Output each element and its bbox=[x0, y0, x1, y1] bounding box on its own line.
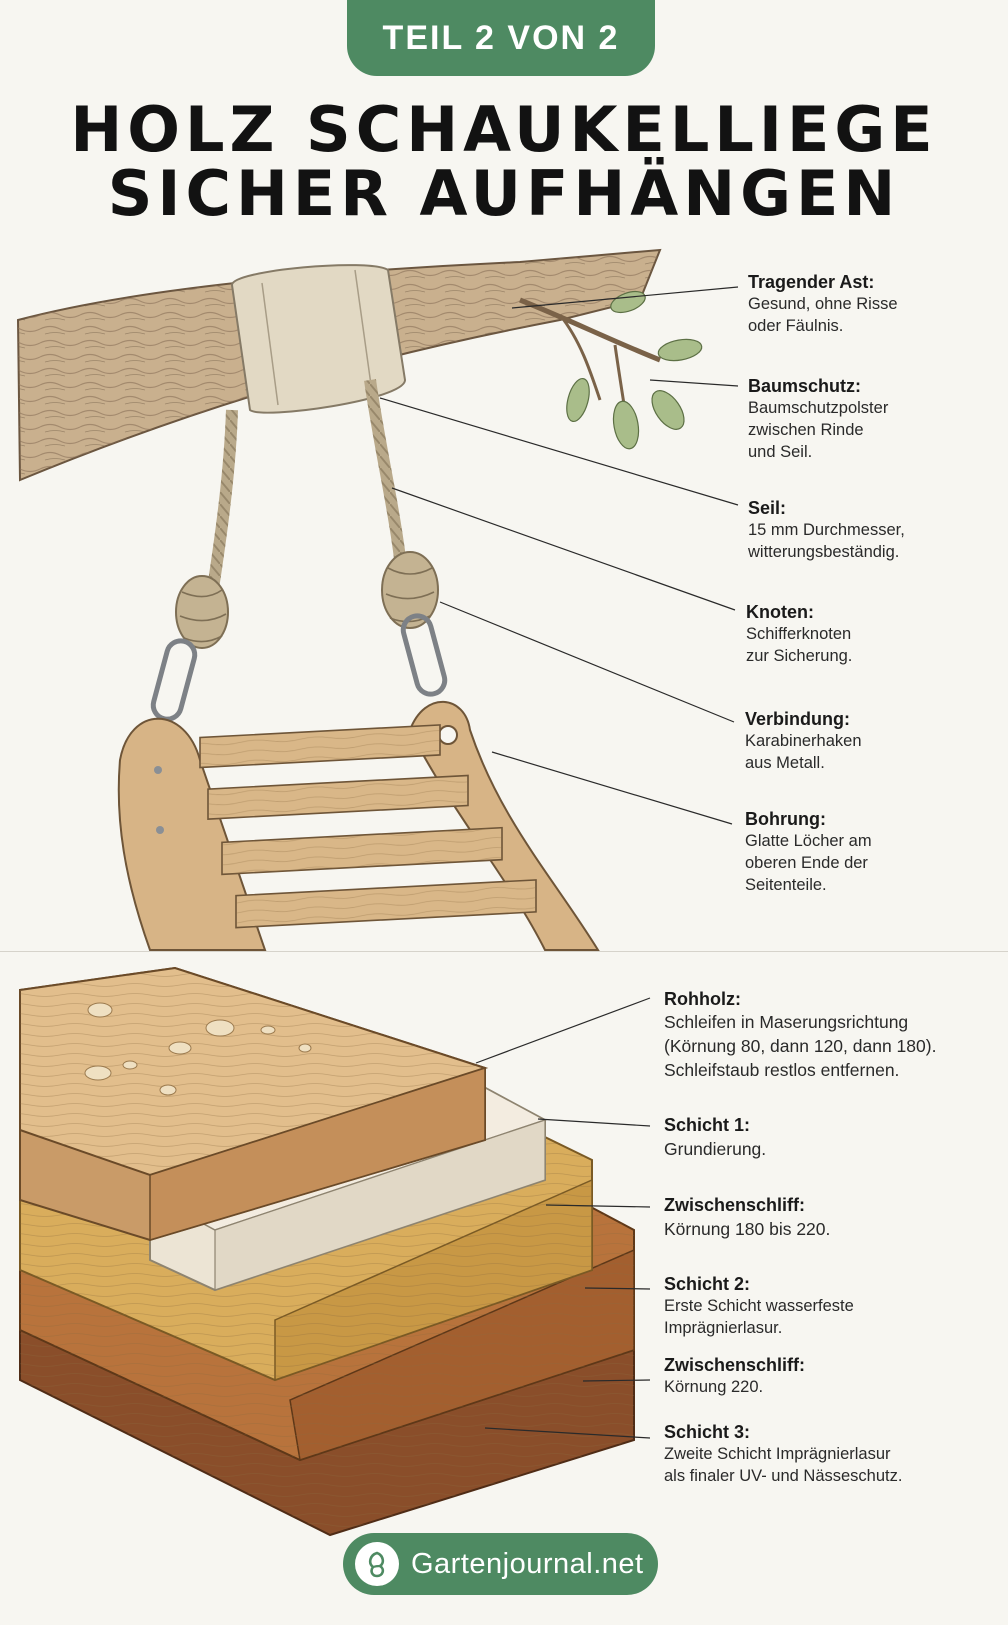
label-desc: Glatte Löcher am oberen Ende der Seitent… bbox=[745, 832, 872, 894]
leaves bbox=[566, 290, 703, 450]
label-desc: Karabinerhaken aus Metall. bbox=[745, 732, 862, 772]
label-title: Schicht 2: bbox=[664, 1274, 751, 1294]
label-title: Schicht 3: bbox=[664, 1422, 751, 1442]
label-desc: Schifferknoten zur Sicherung. bbox=[746, 625, 853, 665]
swing-leader-lines bbox=[379, 286, 739, 825]
label-schicht-3: Schicht 3: Zweite Schicht Imprägnierlasu… bbox=[664, 1421, 902, 1487]
label-baumschutz: Baumschutz: Baumschutzpolster zwischen R… bbox=[748, 375, 888, 463]
title-line-1: HOLZ SCHAUKELLIEGE bbox=[70, 93, 938, 166]
label-desc: Körnung 180 bis 220. bbox=[664, 1219, 831, 1239]
label-zwischenschliff-2: Zwischenschliff: Körnung 220. bbox=[664, 1354, 805, 1398]
title-line-2: SICHER AUFHÄNGEN bbox=[107, 157, 901, 230]
label-title: Rohholz: bbox=[664, 989, 741, 1009]
swing-lounger bbox=[117, 700, 600, 951]
label-desc: Körnung 220. bbox=[664, 1378, 764, 1396]
label-desc: Erste Schicht wasserfeste Imprägnierlasu… bbox=[664, 1297, 854, 1337]
label-title: Zwischenschliff: bbox=[664, 1195, 806, 1215]
label-title: Bohrung: bbox=[745, 809, 826, 829]
label-knoten: Knoten: Schifferknoten zur Sicherung. bbox=[746, 601, 852, 667]
leaf-logo-icon bbox=[355, 1542, 399, 1586]
label-title: Baumschutz: bbox=[748, 376, 862, 396]
page-title: HOLZ SCHAUKELLIEGE SICHER AUFHÄNGEN bbox=[0, 98, 1008, 226]
label-desc: Zweite Schicht Imprägnierlasur als final… bbox=[664, 1445, 903, 1485]
label-desc: Schleifen in Maserungsrichtung (Körnung … bbox=[664, 1012, 937, 1080]
label-title: Schicht 1: bbox=[664, 1115, 751, 1135]
label-verbindung: Verbindung: Karabinerhaken aus Metall. bbox=[745, 708, 862, 774]
label-desc: Gesund, ohne Risse oder Fäulnis. bbox=[748, 295, 898, 335]
label-desc: Grundierung. bbox=[664, 1139, 767, 1159]
ropes bbox=[206, 379, 408, 596]
brand-badge[interactable]: Gartenjournal.net bbox=[343, 1533, 658, 1595]
label-schicht-1: Schicht 1: Grundierung. bbox=[664, 1114, 766, 1162]
label-title: Tragender Ast: bbox=[748, 272, 875, 292]
label-desc: Baumschutzpolster zwischen Rinde und Sei… bbox=[748, 399, 889, 461]
tree-protector bbox=[230, 264, 407, 414]
layer-leader-lines bbox=[475, 997, 651, 1439]
label-schicht-2: Schicht 2: Erste Schicht wasserfeste Imp… bbox=[664, 1273, 854, 1339]
label-title: Knoten: bbox=[746, 602, 814, 622]
label-desc: 15 mm Durchmesser, witterungsbeständig. bbox=[748, 521, 905, 561]
label-title: Zwischenschliff: bbox=[664, 1355, 806, 1375]
brand-name: Gartenjournal.net bbox=[411, 1547, 644, 1580]
label-title: Seil: bbox=[748, 498, 787, 518]
section-divider bbox=[0, 951, 1008, 952]
label-rohholz: Rohholz: Schleifen in Maserungsrichtung … bbox=[664, 988, 936, 1082]
label-tragender-ast: Tragender Ast: Gesund, ohne Risse oder F… bbox=[748, 271, 898, 337]
label-bohrung: Bohrung: Glatte Löcher am oberen Ende de… bbox=[745, 808, 872, 896]
label-seil: Seil: 15 mm Durchmesser, witterungsbestä… bbox=[748, 497, 905, 563]
label-title: Verbindung: bbox=[745, 709, 850, 729]
part-badge: TEIL 2 VON 2 bbox=[347, 0, 655, 76]
knots bbox=[175, 551, 439, 649]
wood-layers bbox=[19, 966, 635, 1537]
label-zwischenschliff-1: Zwischenschliff: Körnung 180 bis 220. bbox=[664, 1194, 830, 1242]
